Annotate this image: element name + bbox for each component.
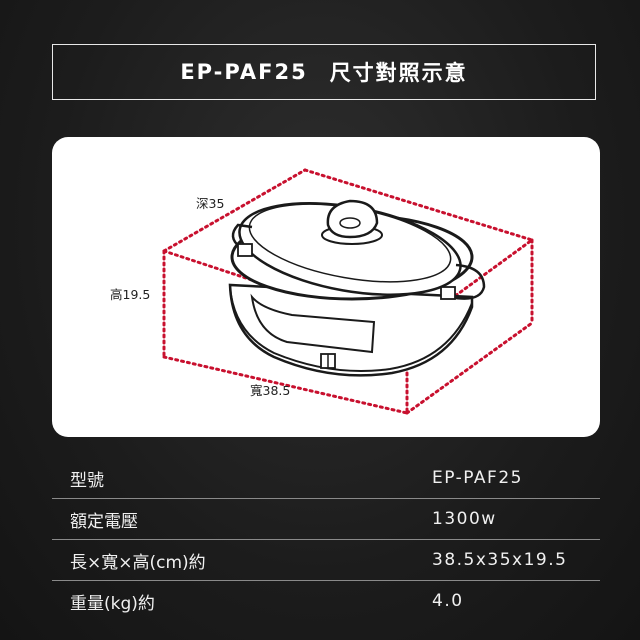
box-edge-right-bottom bbox=[405, 321, 534, 415]
spec-label: 重量(kg)約 bbox=[70, 593, 155, 614]
diagram-panel: 深35 高19.5 寬38.5 bbox=[52, 137, 600, 437]
spec-row-voltage: 額定電壓 1300w bbox=[52, 499, 600, 540]
page-title: 尺寸對照示意 bbox=[329, 61, 468, 85]
spec-value: 1300w bbox=[432, 509, 497, 529]
title-banner: EP-PAF25 尺寸對照示意 bbox=[52, 44, 596, 100]
spec-value: 4.0 bbox=[432, 591, 464, 611]
spec-label: 型號 bbox=[70, 470, 104, 491]
spec-row-model: 型號 EP-PAF25 bbox=[52, 458, 600, 499]
box-edge-back-left bbox=[162, 168, 307, 253]
width-label: 寬38.5 bbox=[250, 383, 291, 398]
box-edge-front-bottom bbox=[162, 355, 409, 415]
spec-label: 長×寬×高(cm)約 bbox=[70, 552, 206, 573]
spec-value: 38.5x35x19.5 bbox=[432, 550, 568, 570]
spec-row-dimensions: 長×寬×高(cm)約 38.5x35x19.5 bbox=[52, 540, 600, 581]
height-label: 高19.5 bbox=[110, 287, 151, 302]
spec-row-weight: 重量(kg)約 4.0 bbox=[52, 581, 600, 621]
pot-illustration bbox=[228, 199, 486, 377]
pot-dimension-diagram bbox=[162, 168, 534, 415]
box-edge-back-top bbox=[303, 168, 534, 242]
spec-value: EP-PAF25 bbox=[432, 468, 523, 488]
spec-table: 型號 EP-PAF25 額定電壓 1300w 長×寬×高(cm)約 38.5x3… bbox=[52, 458, 600, 621]
depth-label: 深35 bbox=[196, 196, 225, 211]
spec-label: 額定電壓 bbox=[70, 511, 138, 532]
model-name: EP-PAF25 bbox=[180, 60, 308, 84]
